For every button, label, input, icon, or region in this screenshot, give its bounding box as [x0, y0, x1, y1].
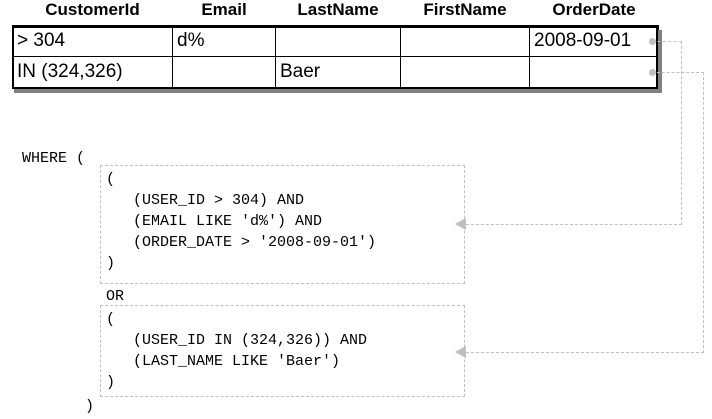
cell-email-row2[interactable]	[172, 56, 276, 88]
connector-segment-row1-h1	[652, 41, 682, 42]
table-header-row: CustomerId Email LastName FirstName Orde…	[13, 0, 659, 26]
grid-shadow-bottom	[14, 89, 660, 93]
column-header-email: Email	[201, 0, 247, 19]
connector-arrow-row1-icon	[455, 218, 466, 230]
column-header-lastname: LastName	[297, 0, 379, 19]
table-row[interactable]: > 304 d% 2008-09-01	[12, 25, 659, 57]
cell-orderdate-row2[interactable]	[529, 56, 659, 88]
cell-firstname-row1[interactable]	[400, 25, 530, 57]
sql-predicate-block-b: ( (USER_ID IN (324,326)) AND (LAST_NAME …	[106, 311, 368, 391]
column-header-firstname: FirstName	[423, 0, 507, 19]
connector-segment-row2-h2	[466, 352, 704, 353]
sql-closing-paren: )	[85, 398, 95, 415]
connector-segment-row2-h1	[652, 72, 704, 73]
table-row[interactable]: IN (324,326) Baer	[12, 56, 659, 88]
criteria-table[interactable]: CustomerId Email LastName FirstName Orde…	[12, 0, 659, 88]
connector-segment-row2-v	[703, 72, 704, 353]
grid-shadow-right	[658, 30, 662, 93]
column-header-orderdate: OrderDate	[552, 0, 636, 19]
cell-lastname-row1[interactable]	[275, 25, 401, 57]
cell-customerid-row2[interactable]: IN (324,326)	[12, 56, 173, 88]
cell-orderdate-row1[interactable]: 2008-09-01	[529, 25, 659, 57]
sql-predicate-block-a: ( (USER_ID > 304) AND (EMAIL LIKE 'd%') …	[106, 171, 377, 272]
column-header-customerid: CustomerId	[45, 0, 140, 19]
cell-lastname-row2[interactable]: Baer	[275, 56, 401, 88]
connector-segment-row1-v	[681, 41, 682, 225]
sql-or-operator: OR	[106, 288, 125, 305]
connector-arrow-row2-icon	[455, 346, 466, 358]
criteria-grid[interactable]: CustomerId Email LastName FirstName Orde…	[12, 0, 659, 88]
cell-email-row1[interactable]: d%	[172, 25, 276, 57]
cell-customerid-row1[interactable]: > 304	[12, 25, 173, 57]
connector-segment-row1-h2	[466, 224, 682, 225]
sql-where-line: WHERE (	[22, 150, 86, 167]
cell-firstname-row2[interactable]	[400, 56, 530, 88]
